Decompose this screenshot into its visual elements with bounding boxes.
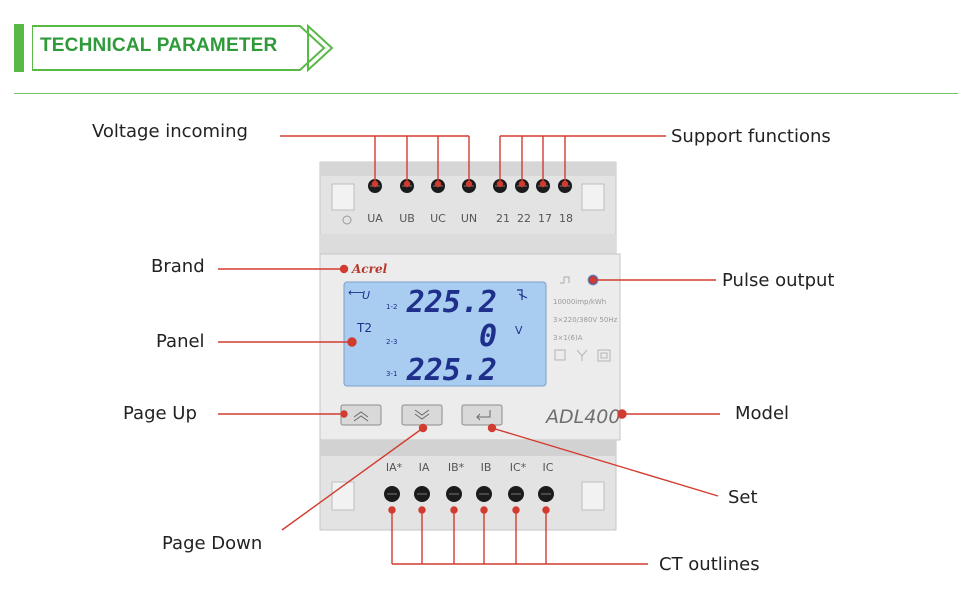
spec-line-2: 3×220/380V 50Hz bbox=[553, 316, 618, 324]
cert-mark-icon bbox=[554, 349, 566, 361]
header-accent-bar bbox=[14, 24, 24, 72]
ground-mark-icon bbox=[342, 215, 352, 225]
callout-set: Set bbox=[728, 487, 758, 508]
top-terminals: UA UB UC UN 21 22 17 18 bbox=[367, 179, 573, 225]
connection-mark-icon bbox=[576, 349, 588, 361]
header-arrow-frame bbox=[32, 24, 334, 72]
callout-voltage-incoming: Voltage incoming bbox=[92, 121, 248, 142]
callout-ct-outlines: CT outlines bbox=[659, 554, 760, 575]
svg-text:UN: UN bbox=[461, 212, 477, 225]
set-leader bbox=[487, 423, 719, 497]
svg-text:UC: UC bbox=[430, 212, 446, 225]
bottom-terminals: IA* IA IB* IB IC* IC bbox=[384, 461, 554, 502]
lcd-unit: V bbox=[515, 324, 523, 337]
callout-pulse-output: Pulse output bbox=[722, 270, 835, 291]
set-button[interactable] bbox=[461, 404, 503, 426]
header-divider bbox=[14, 93, 958, 94]
pulse-output-leader bbox=[589, 276, 716, 284]
lcd-mode-label: U bbox=[362, 289, 370, 302]
spec-line-3: 3×1(6)A bbox=[553, 334, 583, 342]
terminal-ic-star: IC* bbox=[508, 461, 527, 502]
lcd-value-row-3: 225.2 bbox=[406, 353, 497, 388]
lcd-mode-arrow: ⟵ bbox=[348, 286, 364, 299]
callout-page-down: Page Down bbox=[162, 533, 263, 554]
voltage-incoming-leader bbox=[280, 135, 473, 188]
lcd-row-label-2: 2-3 bbox=[386, 338, 397, 346]
svg-text:21: 21 bbox=[496, 212, 510, 225]
svg-text:IB: IB bbox=[481, 461, 492, 474]
lcd-t2-label: T2 bbox=[356, 321, 372, 335]
terminal-ib: IB bbox=[476, 461, 492, 502]
svg-text:18: 18 bbox=[559, 212, 573, 225]
svg-text:22: 22 bbox=[517, 212, 531, 225]
terminal-ia-star: IA* bbox=[384, 461, 403, 502]
svg-text:IA*: IA* bbox=[386, 461, 403, 474]
top-right-latch bbox=[581, 183, 605, 211]
terminal-21: 21 bbox=[493, 179, 510, 225]
model-label: ADL400 bbox=[544, 406, 620, 428]
callout-panel: Panel bbox=[156, 331, 205, 352]
double-insulation-icon bbox=[597, 349, 611, 362]
terminal-ic: IC bbox=[538, 461, 554, 502]
callout-page-up: Page Up bbox=[123, 403, 197, 424]
svg-text:IC: IC bbox=[543, 461, 554, 474]
lcd-value-row-2: 0 bbox=[479, 319, 497, 354]
spec-line-1: 10000imp/kWh bbox=[553, 298, 606, 306]
bottom-terminal-ridge bbox=[320, 440, 616, 456]
ct-outlines-leader bbox=[388, 506, 648, 565]
page-up-leader bbox=[218, 410, 348, 418]
page-title: TECHNICAL PARAMETER bbox=[40, 35, 278, 56]
lcd-phase-icon bbox=[517, 289, 528, 300]
svg-text:IB*: IB* bbox=[448, 461, 465, 474]
top-terminal-ridge bbox=[320, 162, 616, 176]
brand-leader bbox=[218, 264, 349, 274]
top-terminal-base bbox=[320, 234, 616, 254]
model-leader bbox=[617, 409, 720, 419]
top-left-latch bbox=[331, 183, 355, 211]
callout-model: Model bbox=[735, 403, 790, 424]
svg-text:17: 17 bbox=[538, 212, 552, 225]
bottom-right-latch bbox=[581, 481, 605, 511]
lcd-row-label-3: 3-1 bbox=[386, 370, 397, 378]
brand-logo: Acrel bbox=[351, 262, 388, 276]
terminal-ia: IA bbox=[414, 461, 430, 502]
double-up-chevron-icon bbox=[353, 411, 369, 422]
page-down-button[interactable] bbox=[401, 404, 443, 426]
terminal-ua: UA bbox=[367, 179, 383, 225]
callout-brand: Brand bbox=[151, 256, 205, 277]
panel-leader bbox=[218, 337, 357, 347]
double-down-chevron-icon bbox=[414, 409, 430, 420]
lcd-row-label-1: 1-2 bbox=[386, 303, 397, 311]
lcd-panel bbox=[343, 281, 547, 387]
support-functions-leader bbox=[496, 135, 666, 188]
enter-arrow-icon bbox=[476, 410, 491, 421]
svg-text:UB: UB bbox=[399, 212, 415, 225]
terminal-ib-star: IB* bbox=[446, 461, 465, 502]
lcd-value-row-1: 225.2 bbox=[406, 285, 497, 320]
svg-text:IC*: IC* bbox=[510, 461, 527, 474]
svg-text:IA: IA bbox=[419, 461, 430, 474]
page-down-leader bbox=[281, 423, 428, 531]
pulse-symbol-icon bbox=[560, 276, 570, 284]
callout-support-functions: Support functions bbox=[671, 126, 831, 147]
section-header: TECHNICAL PARAMETER bbox=[14, 24, 334, 72]
svg-text:UA: UA bbox=[367, 212, 383, 225]
